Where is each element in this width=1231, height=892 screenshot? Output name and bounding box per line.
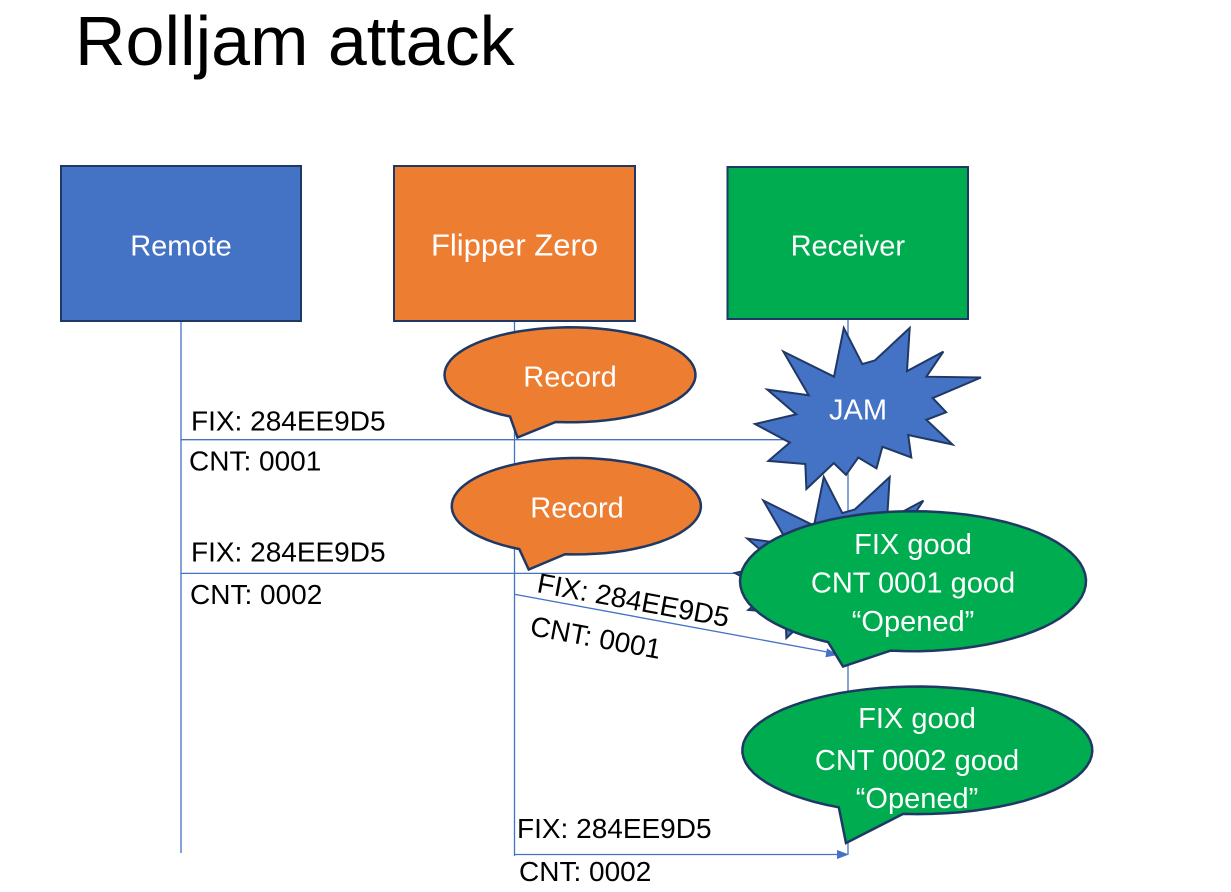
svg-text:CNT: 0001: CNT: 0001	[189, 446, 321, 477]
svg-text:Record: Record	[523, 362, 617, 394]
svg-text:CNT 0002 good: CNT 0002 good	[815, 745, 1019, 777]
svg-text:Receiver: Receiver	[791, 231, 906, 263]
svg-text:FIX good: FIX good	[858, 703, 976, 735]
svg-text:“Opened”: “Opened”	[852, 606, 975, 638]
svg-text:Flipper Zero: Flipper Zero	[431, 228, 598, 263]
svg-text:Rolljam attack: Rolljam attack	[75, 2, 516, 80]
svg-text:JAM: JAM	[829, 395, 887, 427]
svg-text:Record: Record	[530, 493, 624, 525]
svg-text:FIX: 284EE9D5: FIX: 284EE9D5	[517, 813, 712, 844]
svg-text:Remote: Remote	[130, 231, 232, 263]
svg-text:FIX good: FIX good	[854, 529, 972, 561]
svg-text:CNT: 0002: CNT: 0002	[190, 579, 322, 610]
svg-text:FIX: 284EE9D5: FIX: 284EE9D5	[191, 406, 386, 437]
svg-text:CNT 0001 good: CNT 0001 good	[811, 568, 1015, 600]
svg-text:CNT: 0002: CNT: 0002	[519, 856, 651, 887]
svg-text:“Opened”: “Opened”	[856, 783, 979, 815]
svg-text:FIX: 284EE9D5: FIX: 284EE9D5	[191, 537, 386, 568]
